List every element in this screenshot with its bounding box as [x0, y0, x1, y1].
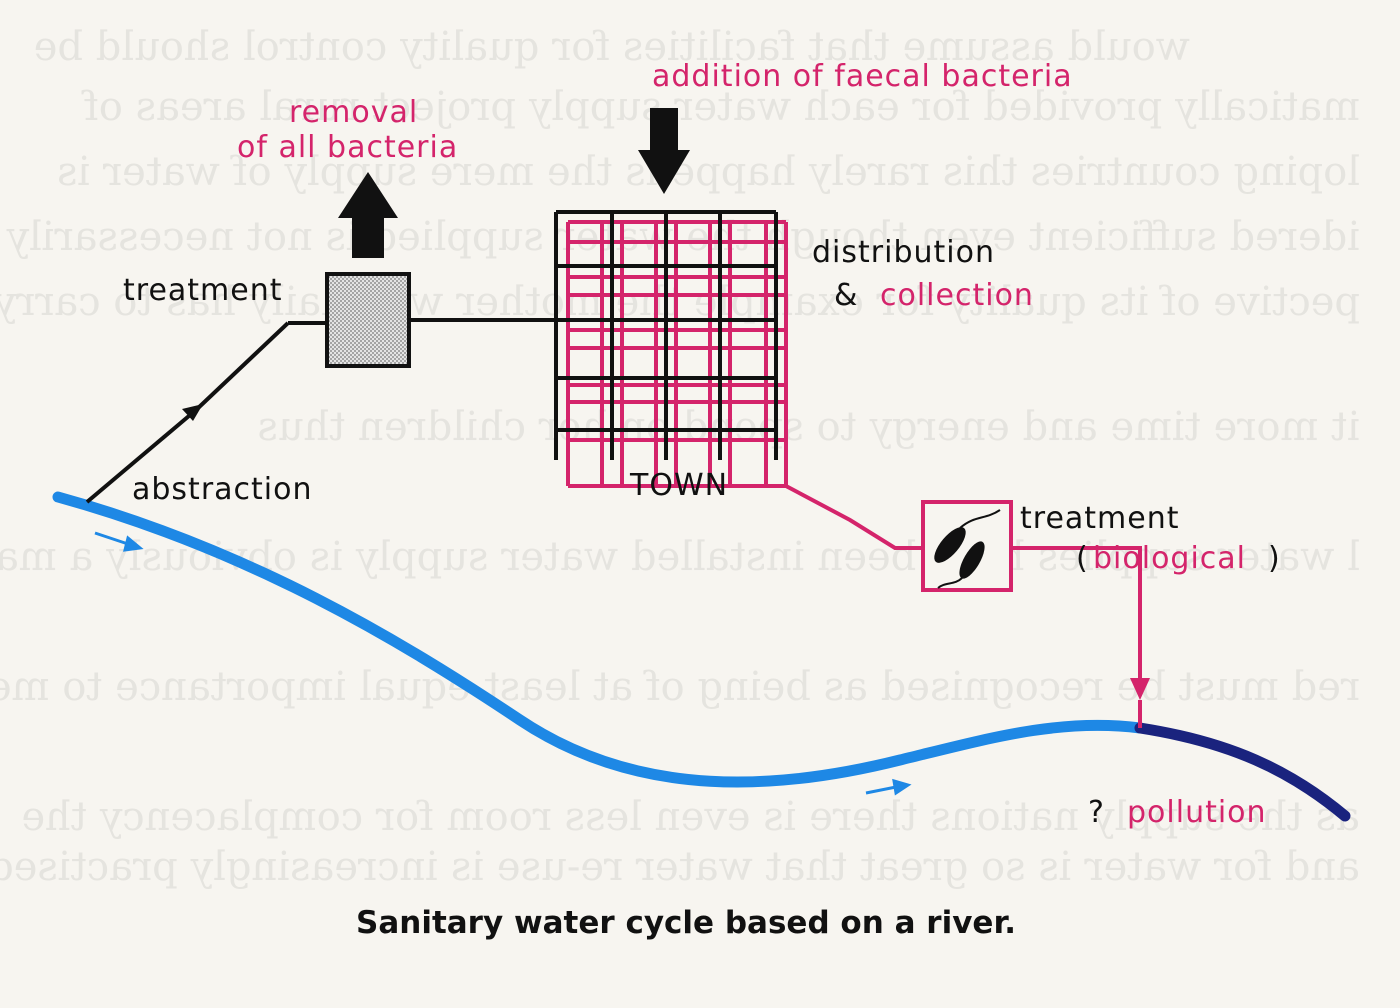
pollution-label: pollution	[1127, 795, 1267, 830]
svg-text:red must be recognised as bein: red must be recognised as being of at le…	[0, 664, 1360, 710]
treatment-box	[325, 272, 411, 368]
town-label: TOWN	[629, 468, 728, 503]
arrow-up-icon	[338, 172, 398, 258]
svg-text:and for water is so great that: and for water is so great that water re-…	[0, 844, 1360, 890]
question-mark: ?	[1088, 795, 1105, 830]
town-grid	[554, 210, 788, 488]
svg-text:pective of its quality for exa: pective of its quality for example the m…	[0, 279, 1360, 325]
svg-text:would assume that facilities f: would assume that facilities for quality…	[34, 24, 1190, 70]
bio-open-paren: (	[1076, 541, 1089, 576]
svg-text:loping countries this rarely h: loping countries this rarely happens the…	[57, 149, 1360, 195]
arrow-down-icon	[638, 108, 690, 194]
abstraction-arrow	[85, 321, 327, 504]
river-polluted-section	[1134, 722, 1351, 822]
bacteria-icon	[934, 509, 1001, 589]
svg-text:matically provided for each wa: matically provided for each water supply…	[81, 84, 1360, 130]
svg-text:it more time and energy to spe: it more time and energy to spend on her …	[257, 404, 1360, 450]
ampersand-label: &	[834, 278, 858, 313]
distribution-label: distribution	[812, 235, 995, 270]
biological-treatment-label: treatment	[1020, 501, 1180, 536]
abstraction-label: abstraction	[132, 472, 313, 507]
biological-treatment-box	[921, 500, 1013, 592]
biological-label: biological	[1093, 541, 1246, 576]
svg-text:as the supply nations there is: as the supply nations there is even less…	[21, 794, 1360, 840]
effluent-arrow	[1011, 546, 1150, 728]
addition-label: addition of faecal bacteria	[652, 59, 1073, 94]
removal-label: removal	[289, 95, 418, 130]
bio-close-paren: )	[1268, 541, 1281, 576]
page-show-through: would assume that facilities for quality…	[0, 24, 1360, 890]
flow-arrow-icon	[94, 531, 144, 552]
removal-label-line2: of all bacteria	[237, 130, 458, 165]
treatment-label: treatment	[123, 273, 283, 308]
figure-caption: Sanitary water cycle based on a river.	[356, 905, 1016, 941]
flow-arrow-icon	[865, 778, 912, 796]
river	[52, 491, 1146, 788]
sewer-outflow	[785, 484, 923, 550]
collection-label: collection	[880, 278, 1034, 313]
